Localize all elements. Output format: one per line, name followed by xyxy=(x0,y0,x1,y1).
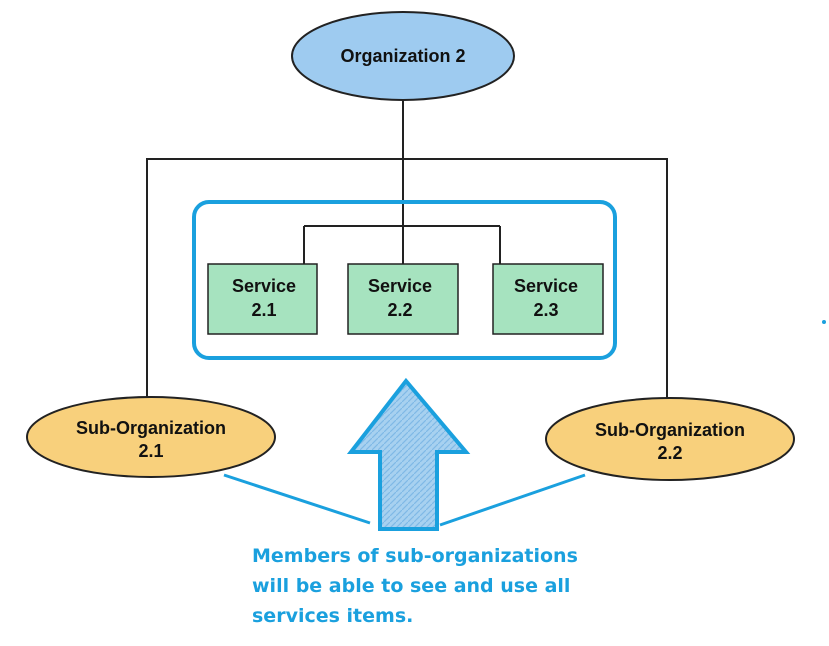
sub-org-2-1-line2: 2.1 xyxy=(138,441,163,461)
caption-line-3: services items. xyxy=(252,605,414,627)
organization-label: Organization 2 xyxy=(340,46,465,66)
caption-line-2: will be able to see and use all xyxy=(252,575,571,597)
inner-connectors xyxy=(303,204,501,264)
service-2-1-line1: Service xyxy=(232,276,296,296)
sub-org-2-2-line2: 2.2 xyxy=(657,443,682,463)
organization-node: Organization 2 xyxy=(291,11,515,101)
service-node-2-1: Service 2.1 xyxy=(207,263,318,335)
up-arrow-icon xyxy=(346,377,471,531)
service-2-2-line1: Service xyxy=(368,276,432,296)
service-node-2-2: Service 2.2 xyxy=(347,263,459,335)
caption-text: Members of sub-organizations will be abl… xyxy=(252,541,612,631)
callout-line-left xyxy=(223,473,371,525)
sub-org-node-2-1: Sub-Organization 2.1 xyxy=(26,396,276,478)
sub-org-link-line xyxy=(146,158,668,403)
service-2-3-line1: Service xyxy=(514,276,578,296)
callout-lines xyxy=(223,473,586,527)
service-2-3-line2: 2.3 xyxy=(533,300,558,320)
service-node-2-3: Service 2.3 xyxy=(492,263,604,335)
stray-dot xyxy=(822,320,826,324)
sub-org-2-1-line1: Sub-Organization xyxy=(76,418,226,438)
service-2-2-line2: 2.2 xyxy=(387,300,412,320)
callout-line-right xyxy=(439,473,586,527)
sub-org-node-2-2: Sub-Organization 2.2 xyxy=(545,397,795,481)
sub-org-2-2-line1: Sub-Organization xyxy=(595,420,745,440)
service-2-1-line2: 2.1 xyxy=(251,300,276,320)
caption-line-1: Members of sub-organizations xyxy=(252,545,578,567)
